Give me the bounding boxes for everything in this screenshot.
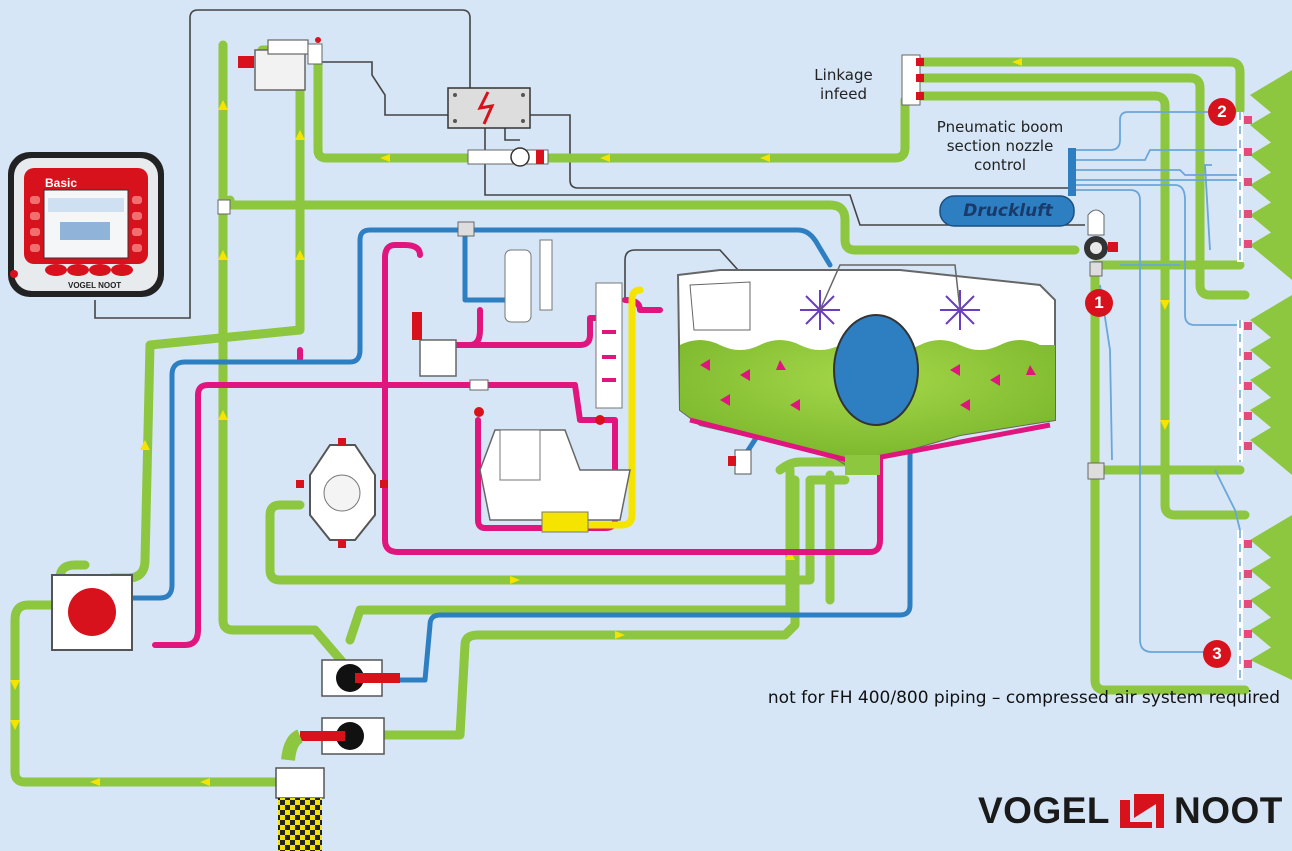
drain-taps xyxy=(217,199,752,475)
marker-badge-3: 3 xyxy=(1203,640,1231,668)
linkage-infeed-label: Linkage infeed xyxy=(814,66,873,103)
air-tank-label: Druckluft xyxy=(963,201,1053,221)
controller-logo-label: VOGEL NOOT xyxy=(68,281,122,290)
induction-hopper xyxy=(479,429,631,533)
marker-badge-1: 1 xyxy=(1085,289,1113,317)
rinse-line xyxy=(576,286,644,529)
controller-brand-label: Basic xyxy=(45,176,78,190)
footnote: not for FH 400/800 piping – compressed a… xyxy=(767,688,1280,708)
boom-section-lower xyxy=(1237,515,1292,680)
controller-terminal xyxy=(8,152,164,297)
flow-arrows xyxy=(10,58,1170,786)
suction-hose xyxy=(275,767,325,851)
diaphragm-pump xyxy=(296,438,388,548)
logo-text-left: VOGEL xyxy=(978,790,1111,831)
ball-valves xyxy=(281,659,400,761)
pressure-filter xyxy=(238,37,323,91)
boom-section-middle xyxy=(1237,295,1292,475)
pressure-regulator xyxy=(1084,209,1118,480)
suction-valve-block xyxy=(51,574,133,651)
logo-text-right: NOOT xyxy=(1174,790,1283,831)
rinse-unit xyxy=(504,239,553,323)
main-tank xyxy=(676,264,1056,475)
air-lines xyxy=(1075,111,1241,653)
boom-nozzles xyxy=(1237,70,1292,680)
valve-bank xyxy=(412,312,457,377)
level-indicator xyxy=(595,282,623,409)
pneumatic-manifold xyxy=(1068,148,1076,196)
control-cables xyxy=(94,9,1085,319)
pneumatic-control-label: Pneumatic boom section nozzle control xyxy=(936,118,1064,174)
boom-section-upper xyxy=(1237,70,1292,280)
return-lines xyxy=(152,242,883,648)
marker-badge-2: 2 xyxy=(1208,98,1236,126)
inline-valve xyxy=(467,147,549,167)
linkage-infeed-block xyxy=(901,54,924,106)
logo-mark-icon xyxy=(1120,794,1165,828)
vogel-noot-logo: VOGEL NOOT xyxy=(978,788,1283,834)
air-tank xyxy=(939,195,1075,227)
control-box xyxy=(447,87,531,129)
